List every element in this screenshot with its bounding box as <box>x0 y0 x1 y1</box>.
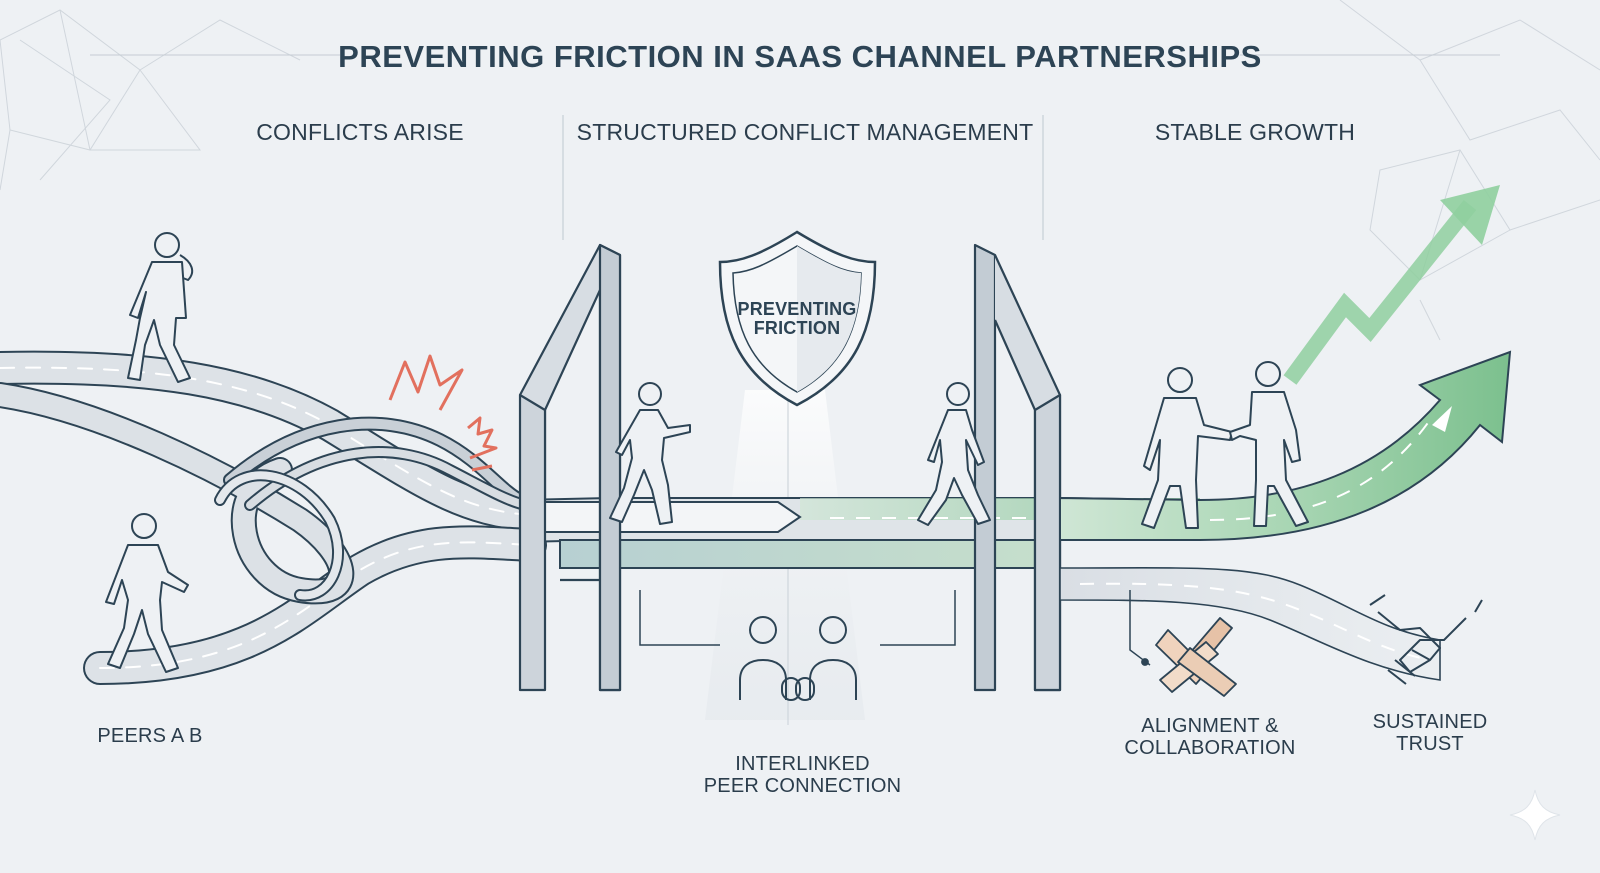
caption-interlinked-line1: INTERLINKED <box>735 753 870 775</box>
stage-label-conflicts: CONFLICTS ARISE <box>256 119 464 145</box>
left-gate <box>518 243 622 692</box>
caption-interlinked: INTERLINKED PEER CONNECTION <box>660 753 945 797</box>
caption-interlinked-line2: PEER CONNECTION <box>703 774 902 797</box>
interlinked-peers-icon <box>739 616 857 701</box>
right-gate <box>973 243 1062 692</box>
walker-figure-left <box>609 382 691 525</box>
caption-trust: SUSTAINED TRUST <box>1355 711 1505 755</box>
peer-a-figure <box>127 232 194 383</box>
partners-handshake-figures <box>1141 361 1309 529</box>
conflict-spark-icon <box>388 354 498 472</box>
stage-label-growth: STABLE GROWTH <box>1154 119 1356 145</box>
caption-alignment-line2: COLLABORATION <box>1124 736 1296 759</box>
page-title: PREVENTING FRICTION IN SAAS CHANNEL PART… <box>338 39 1262 74</box>
stacked-hands-icon <box>1141 617 1237 697</box>
background-polygon-lines-left <box>0 9 301 191</box>
sparkle-icon <box>1509 789 1561 841</box>
trust-road <box>1059 567 1441 681</box>
walker-figure-right <box>917 382 991 526</box>
caption-alignment: ALIGNMENT & COLLABORATION <box>1090 715 1330 759</box>
caption-trust-line1: SUSTAINED <box>1372 711 1488 733</box>
caption-alignment-line1: ALIGNMENT & <box>1141 715 1279 737</box>
growth-road-arrow <box>1059 350 1512 541</box>
shield-label: PREVENTING FRICTION <box>727 299 867 339</box>
shield-icon <box>718 230 877 407</box>
stage-label-structured: STRUCTURED CONFLICT MANAGEMENT <box>576 119 1034 145</box>
shield-label-line1: PREVENTING <box>737 299 857 319</box>
background-polygon-lines-right <box>1339 0 1600 341</box>
caption-peers: PEERS A B <box>97 725 203 747</box>
shield-label-line2: FRICTION <box>753 318 841 339</box>
handshake-icon <box>1369 594 1483 685</box>
growth-trend-arrow <box>1283 185 1500 385</box>
gate-connector-lines <box>639 590 956 646</box>
peer-b-figure <box>105 513 189 673</box>
caption-trust-line2: TRUST <box>1396 732 1464 755</box>
tangled-roads <box>0 350 547 685</box>
